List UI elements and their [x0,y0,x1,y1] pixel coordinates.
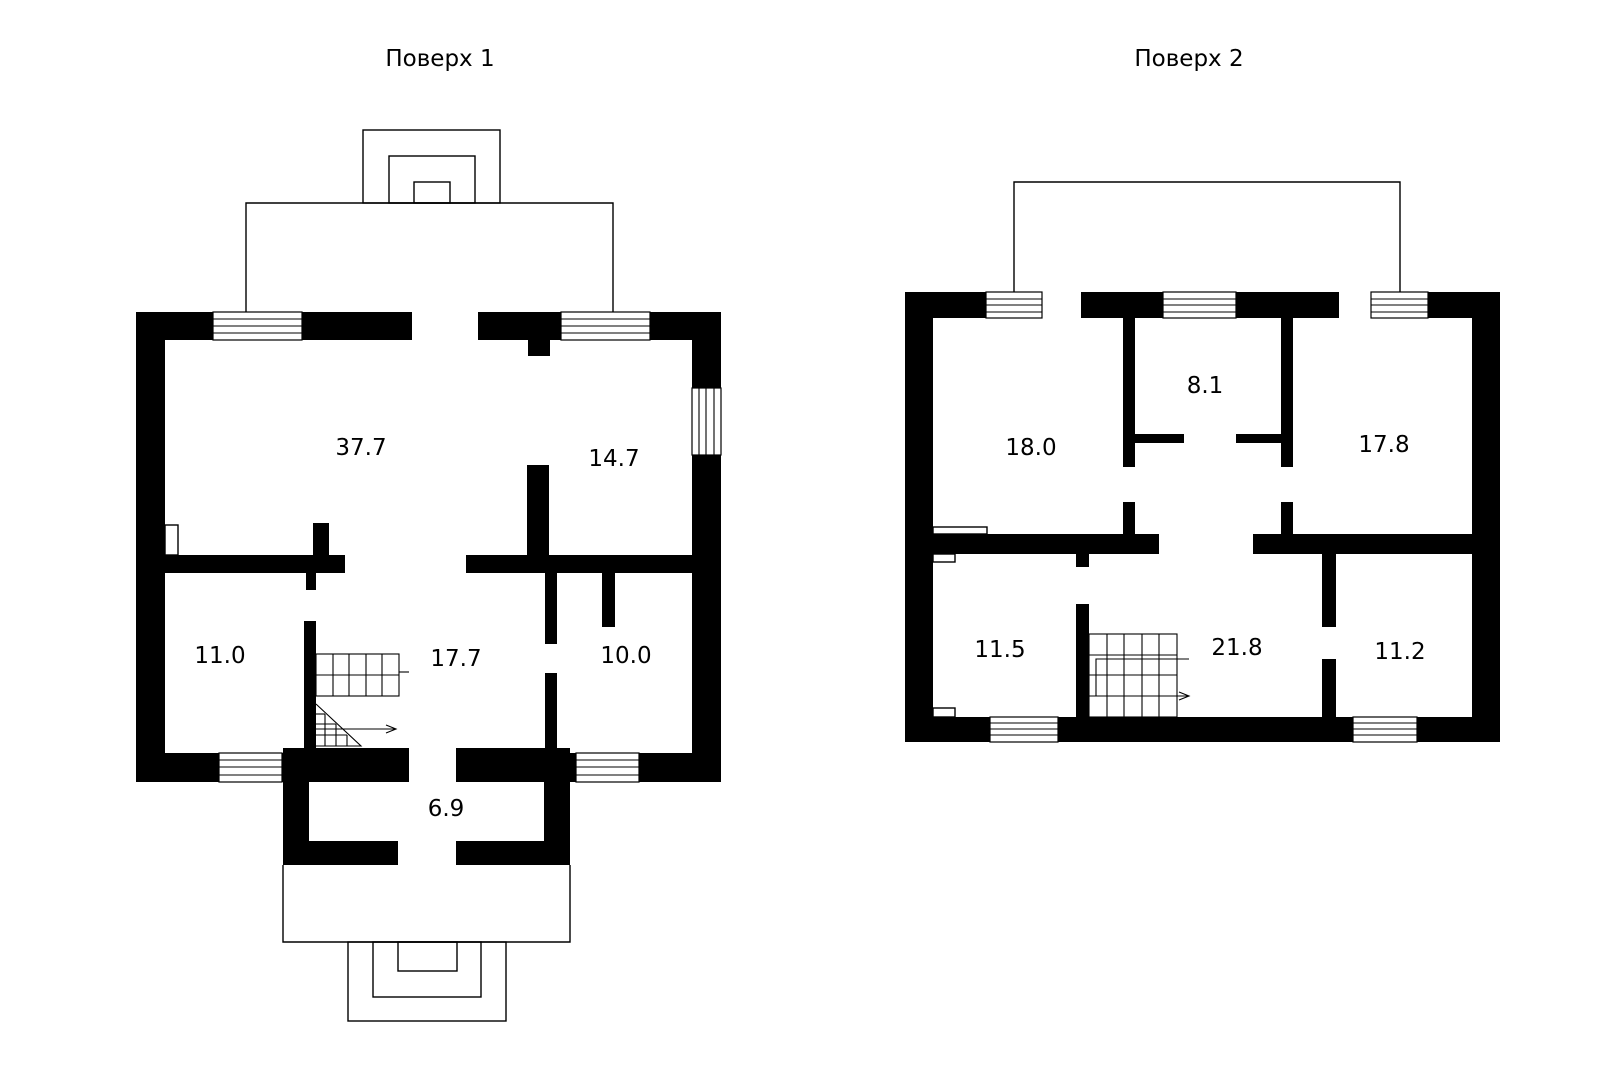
room-area-label: 37.7 [335,435,386,461]
room-area-label: 11.5 [974,637,1025,663]
floor-1-room-labels: 37.7 14.7 11.0 17.7 10.0 6.9 [194,435,651,822]
room-area-label: 11.2 [1374,639,1425,665]
room-area-label: 18.0 [1005,435,1056,461]
room-area-label: 11.0 [194,643,245,669]
floor-1-staircase [315,653,409,747]
floor-1-corner-mark [164,524,179,556]
floor-2-title: Поверх 2 [1134,46,1243,72]
room-area-label: 10.0 [600,643,651,669]
floor-1: Поверх 1 [136,46,722,1022]
floor-1-windows [212,311,722,783]
window [1352,716,1418,743]
floor-2-exterior-walls [905,292,1500,742]
floor-1-exterior-walls [136,312,721,782]
room-area-label: 14.7 [588,446,639,472]
floor-2-room-labels: 8.1 18.0 17.8 11.5 21.8 11.2 [974,373,1425,665]
room-area-label: 8.1 [1187,373,1224,399]
floor-1-entrance-porch [282,865,571,1022]
floor-1-vestibule-walls [283,748,570,865]
floor-1-title: Поверх 1 [385,46,494,72]
floor-1-interior-walls [165,465,692,753]
floor-2-windows [985,291,1429,743]
room-area-label: 21.8 [1211,635,1262,661]
room-area-label: 17.8 [1358,432,1409,458]
room-area-label: 17.7 [430,646,481,672]
floor-2-staircase [1088,633,1191,718]
window [1162,291,1237,319]
room-area-label: 6.9 [428,796,465,822]
window [691,387,722,456]
floor-2-corner-marks [932,526,988,718]
window [1370,291,1429,319]
window [575,752,640,783]
window [989,716,1059,743]
window [985,291,1043,319]
window [560,311,651,341]
floor-1-top-terrace [245,129,614,313]
window [212,311,303,341]
floor-2-balcony [1013,181,1401,293]
window [218,752,283,783]
floor-2-interior-walls [933,318,1472,717]
floor-2: Поверх 2 [905,46,1500,743]
